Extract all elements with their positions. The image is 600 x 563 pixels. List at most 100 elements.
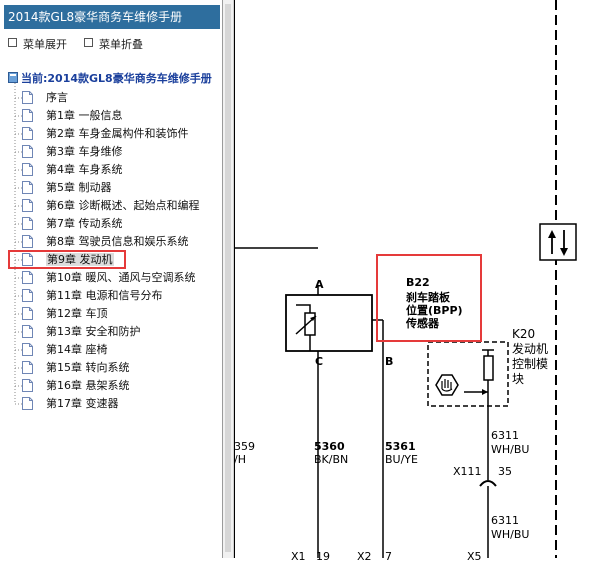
bpp-sensor-box [285, 294, 373, 352]
pin-b-label: B [385, 355, 394, 368]
connector-pin-label: 35 [498, 465, 512, 478]
document-icon [22, 361, 33, 374]
connector-x111-label: X111 [453, 465, 482, 478]
document-icon [22, 217, 33, 230]
wire-6311-number: 6311 [491, 429, 519, 442]
wire-6311-color: WH/BU [491, 443, 530, 456]
tree-item-chapter[interactable]: 第4章 车身系统 [22, 161, 123, 178]
wire-5361-number: 5361 [385, 440, 416, 453]
tree-item-chapter[interactable]: 第5章 制动器 [22, 179, 112, 196]
wire-5360-number: 5360 [314, 440, 345, 453]
esd-warning-icon [435, 374, 459, 396]
sidebar-scrollbar[interactable] [223, 0, 234, 558]
module-name-line1: 发动机 [512, 342, 549, 356]
wiring-diagram-svg [234, 0, 577, 558]
collapse-menu-label: 菜单折叠 [99, 38, 143, 51]
tree-item-chapter[interactable]: 序言 [22, 89, 68, 106]
tree-item-label: 第6章 诊断概述、起始点和编程 [46, 199, 200, 212]
tree-item-label: 第16章 悬架系统 [46, 379, 130, 392]
module-name-line2: 控制模 [512, 357, 549, 371]
collapse-menu-button[interactable]: 菜单折叠 [84, 36, 143, 52]
document-icon [22, 343, 33, 356]
document-icon [22, 325, 33, 338]
connector-x111-icon [479, 480, 497, 487]
tree-item-chapter[interactable]: 第7章 传动系统 [22, 215, 123, 232]
tree-item-label: 第3章 车身维修 [46, 145, 123, 158]
tree-item-label: 第8章 驾驶员信息和娱乐系统 [46, 235, 189, 248]
document-icon [22, 307, 33, 320]
tree-item-chapter[interactable]: 第15章 转向系统 [22, 359, 130, 376]
relay-switch-icon [539, 223, 577, 261]
bottom-7-label: 7 [385, 550, 392, 563]
tree-item-label: 第14章 座椅 [46, 343, 108, 356]
manual-title-bar: 2014款GL8豪华商务车维修手册 [4, 5, 220, 29]
ecm-resistor-icon [483, 355, 494, 381]
scrollbar-thumb[interactable] [225, 4, 231, 552]
tree-item-chapter[interactable]: 第6章 诊断概述、起始点和编程 [22, 197, 200, 214]
document-icon [22, 271, 33, 284]
collapse-icon [84, 38, 93, 47]
document-icon [22, 397, 33, 410]
tree-item-label: 第15章 转向系统 [46, 361, 130, 374]
tree-item-chapter[interactable]: 第9章 发动机 [22, 251, 114, 268]
document-icon [22, 253, 33, 266]
selection-highlight-box [8, 250, 126, 269]
tree-item-chapter[interactable]: 第12章 车顶 [22, 305, 108, 322]
expand-menu-label: 菜单展开 [23, 38, 67, 51]
tree-item-chapter[interactable]: 第2章 车身金属构件和装饰件 [22, 125, 189, 142]
module-id-label: K20 [512, 327, 536, 341]
tree-item-chapter[interactable]: 第11章 电源和信号分布 [22, 287, 163, 304]
tree-item-chapter[interactable]: 第13章 安全和防护 [22, 323, 141, 340]
wire-left-color: /H [234, 453, 246, 466]
document-icon [22, 127, 33, 140]
document-icon [22, 109, 33, 122]
ecm-module-box [427, 341, 509, 407]
bottom-x2-label: X2 [357, 550, 372, 563]
tree-item-chapter[interactable]: 第8章 驾驶员信息和娱乐系统 [22, 233, 189, 250]
document-icon [22, 145, 33, 158]
tree-item-label: 第9章 发动机 [46, 253, 114, 266]
document-icon [22, 379, 33, 392]
expand-icon [8, 38, 17, 47]
wire-5360-color: BK/BN [314, 453, 349, 466]
pin-a-label: A [315, 278, 324, 291]
tree-item-chapter[interactable]: 第17章 变速器 [22, 395, 119, 412]
tree-root-label: 当前:2014款GL8豪华商务车维修手册 [21, 72, 212, 85]
tree-item-label: 第5章 制动器 [46, 181, 112, 194]
bottom-19-label: 19 [316, 550, 330, 563]
tree-item-chapter[interactable]: 第10章 暖风、通风与空调系统 [22, 269, 196, 286]
expand-menu-button[interactable]: 菜单展开 [8, 36, 67, 52]
table-of-contents-panel: 2014款GL8豪华商务车维修手册 菜单展开 菜单折叠 当前:2014款GL8豪… [0, 0, 223, 558]
tree-item-chapter[interactable]: 第14章 座椅 [22, 341, 108, 358]
tree-item-label: 第17章 变速器 [46, 397, 119, 410]
tree-item-label: 第12章 车顶 [46, 307, 108, 320]
bottom-x1-label: X1 [291, 550, 306, 563]
tree-item-label: 第4章 车身系统 [46, 163, 123, 176]
tree-item-chapter[interactable]: 第1章 一般信息 [22, 107, 123, 124]
tree-item-label: 第2章 车身金属构件和装饰件 [46, 127, 189, 140]
manual-book-icon [8, 72, 18, 83]
document-icon [22, 199, 33, 212]
component-id-label: B22 [406, 276, 430, 289]
document-icon [22, 163, 33, 176]
wire-6311b-number: 6311 [491, 514, 519, 527]
tree-item-chapter[interactable]: 第16章 悬架系统 [22, 377, 130, 394]
wiring-diagram: A C B B22 刹车踏板 位置(BPP) 传感器 K20 发动机 控制模 块… [234, 0, 600, 563]
document-icon [22, 289, 33, 302]
tree-item-label: 第7章 传动系统 [46, 217, 123, 230]
tree-item-label: 第1章 一般信息 [46, 109, 123, 122]
tree-item-chapter[interactable]: 第3章 车身维修 [22, 143, 123, 160]
tree-item-label: 第11章 电源和信号分布 [46, 289, 163, 302]
component-name-line1: 刹车踏板 [406, 291, 450, 304]
wire-left-number: 359 [234, 440, 255, 453]
pin-c-label: C [315, 355, 324, 368]
tree-item-label: 序言 [46, 91, 68, 104]
document-icon [22, 235, 33, 248]
wire-5361-color: BU/YE [385, 453, 418, 466]
wire-6311b-color: WH/BU [491, 528, 530, 541]
tree-root-node[interactable]: 当前:2014款GL8豪华商务车维修手册 [8, 70, 212, 86]
component-name-line2: 位置(BPP) [406, 304, 463, 317]
tree-item-label: 第13章 安全和防护 [46, 325, 141, 338]
component-highlight-box [376, 254, 482, 342]
document-icon [22, 91, 33, 104]
